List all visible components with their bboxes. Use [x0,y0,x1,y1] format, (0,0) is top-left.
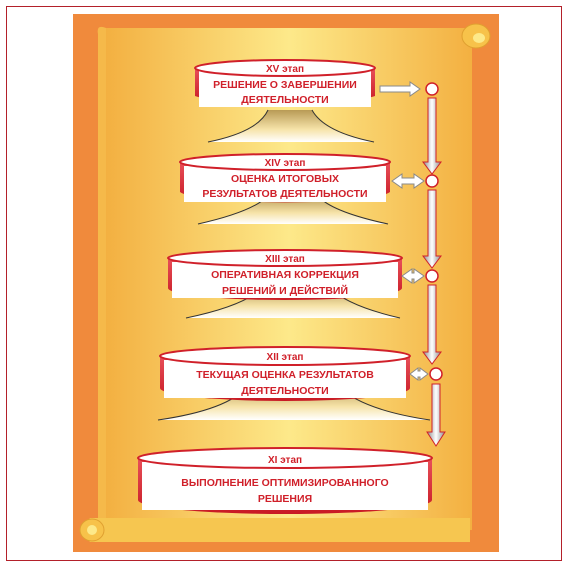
stage-xv-title: XV этап [266,64,304,75]
stage-xiv-title: XIV этап [265,158,306,169]
stage-xiv-line1: ОЦЕНКА ИТОГОВЫХ [231,173,339,185]
neck-xv-xiv [207,109,375,143]
stage-xv-line1: РЕШЕНИЕ О ЗАВЕРШЕНИИ [213,79,357,91]
stage-xv-line2: ДЕЯТЕЛЬНОСТИ [241,94,328,106]
stage-xv: XV этап РЕШЕНИЕ О ЗАВЕРШЕНИИ ДЕЯТЕЛЬНОСТ… [194,59,376,107]
stage-xii-line1: ТЕКУЩАЯ ОЦЕНКА РЕЗУЛЬТАТОВ [196,369,374,381]
outer-frame [6,6,562,561]
stage-xiv: XIV этап ОЦЕНКА ИТОГОВЫХ РЕЗУЛЬТАТОВ ДЕЯ… [179,153,391,203]
stage-xi-line1: ВЫПОЛНЕНИЕ ОПТИМИЗИРОВАННОГО [181,477,388,489]
stage-xiii-line2: РЕШЕНИЙ И ДЕЙСТВИЙ [222,284,348,297]
stage-xii: XII этап ТЕКУЩАЯ ОЦЕНКА РЕЗУЛЬТАТОВ ДЕЯТ… [159,346,411,401]
stage-xii-title: XII этап [267,352,304,363]
node-circle-icon [425,269,439,283]
node-circle-icon [425,174,439,188]
stage-xi-title: XI этап [268,455,302,466]
stage-xiii-title: XIII этап [265,254,305,265]
stage-xiii: XIII этап ОПЕРАТИВНАЯ КОРРЕКЦИЯ РЕШЕНИЙ … [167,249,403,300]
stage-xiii-line1: ОПЕРАТИВНАЯ КОРРЕКЦИЯ [211,269,359,281]
flow-arrows [379,81,446,447]
node-circle-icon [425,82,439,96]
stage-xiv-line2: РЕЗУЛЬТАТОВ ДЕЯТЕЛЬНОСТИ [202,188,367,200]
node-circle-icon [429,367,443,381]
stage-xi-line2: РЕШЕНИЯ [258,493,312,505]
stage-xii-line2: ДЕЯТЕЛЬНОСТИ [241,385,328,397]
stage-xi: XI этап ВЫПОЛНЕНИЕ ОПТИМИЗИРОВАННОГО РЕШ… [137,447,433,514]
